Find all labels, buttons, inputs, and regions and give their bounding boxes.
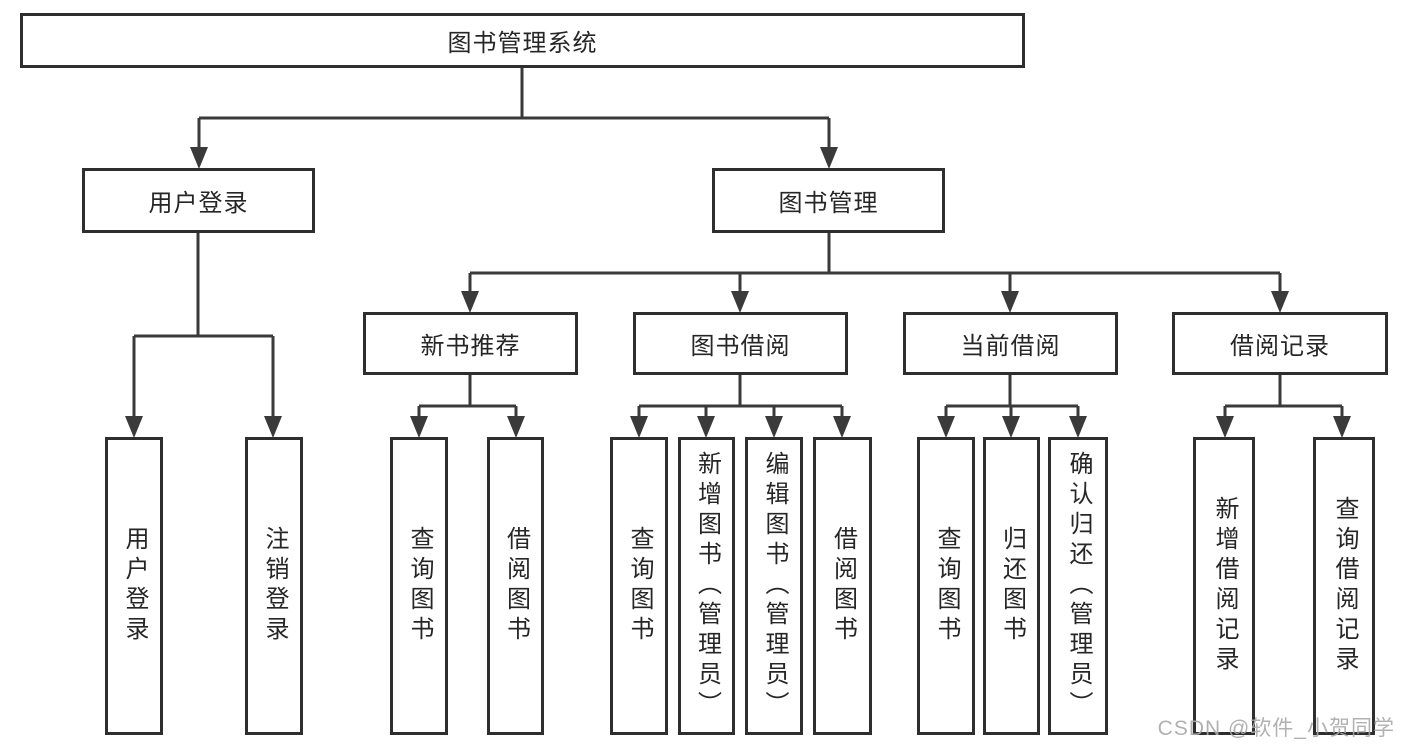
leaf-br-add-record: 新增借阅记录	[1193, 437, 1255, 735]
leaf-logout-login: 注销登录	[245, 437, 303, 735]
arrowheads	[125, 147, 1351, 438]
leaf-bb-borrow-books: 借阅图书	[813, 437, 872, 735]
csdn-watermark: CSDN @软件_小贺同学	[1157, 717, 1395, 740]
node-book-management: 图书管理	[712, 168, 945, 233]
leaf-bb-query-books: 查询图书	[610, 437, 668, 735]
leaf-nbr-borrow-books: 借阅图书	[487, 437, 544, 735]
node-book-borrow: 图书借阅	[633, 312, 848, 375]
leaf-user-login: 用户登录	[105, 437, 163, 735]
leaf-nbr-query-books: 查询图书	[390, 437, 448, 735]
leaf-br-query-record: 查询借阅记录	[1313, 437, 1375, 735]
leaf-bb-add-books-admin: 新增图书（管理员）	[678, 437, 735, 735]
leaf-cb-return-books: 归还图书	[983, 437, 1040, 735]
leaf-cb-confirm-return-admin: 确认归还（管理员）	[1048, 437, 1108, 735]
node-root: 图书管理系统	[20, 13, 1025, 68]
node-borrow-records: 借阅记录	[1172, 312, 1388, 375]
leaf-cb-query-books: 查询图书	[917, 437, 975, 735]
leaf-bb-edit-books-admin: 编辑图书（管理员）	[745, 437, 803, 735]
node-new-book-recommend: 新书推荐	[363, 312, 578, 375]
node-user-login: 用户登录	[82, 168, 315, 233]
node-current-borrow: 当前借阅	[903, 312, 1118, 375]
